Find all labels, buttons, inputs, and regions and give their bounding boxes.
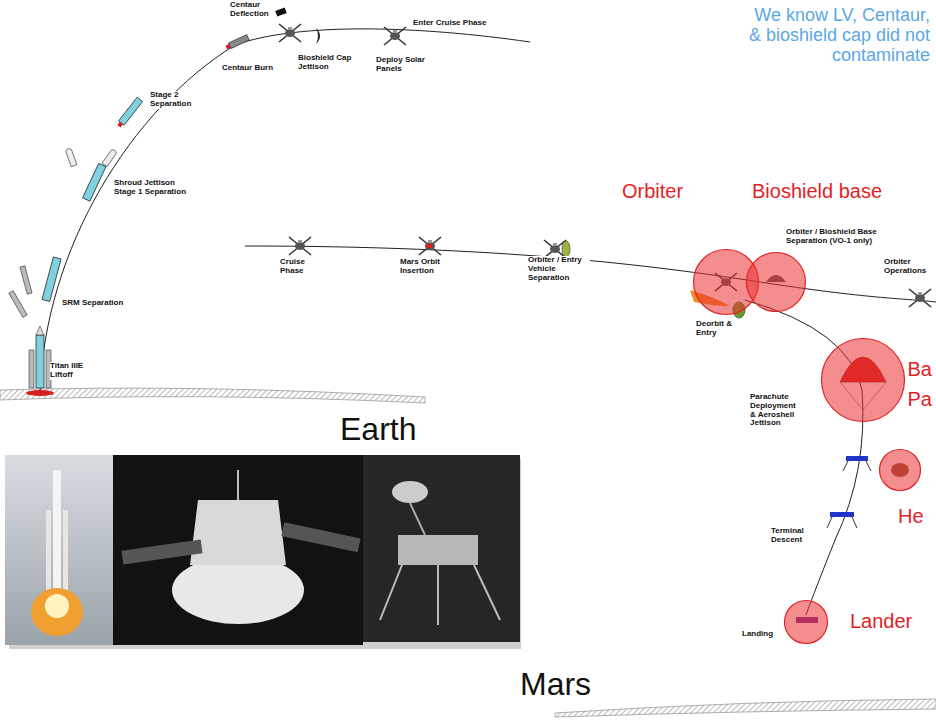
highlight-circle: Bioshield base bbox=[746, 252, 806, 312]
highlight-circle: Lander bbox=[784, 600, 828, 644]
label-holder: We know LV, Centaur, & bioshield cap did… bbox=[738, 6, 930, 65]
event-label: Parachute Deployment & Aeroshell Jettiso… bbox=[750, 393, 802, 428]
label-holder: Pa bbox=[908, 388, 932, 410]
label-holder: Enter Cruise Phase bbox=[413, 11, 486, 29]
label-holder: Stage 2 Separation bbox=[150, 91, 196, 110]
event-label: Mars Orbit Insertion bbox=[400, 258, 452, 276]
event-label: Orbiter / Entry Vehicle Separation bbox=[528, 256, 590, 282]
highlight-circle: He bbox=[879, 449, 921, 491]
event-label: Bioshield Cap Jettison bbox=[298, 54, 356, 72]
event-label: Centaur Deflection bbox=[230, 1, 270, 19]
label-holder: Mars bbox=[520, 667, 591, 702]
label-holder: Orbiter / Bioshield Base Separation (VO-… bbox=[786, 228, 898, 247]
label-holder: Deorbit & Entry bbox=[696, 320, 736, 339]
event-label: Terminal Descent bbox=[771, 527, 816, 545]
label-holder: Cruise Phase bbox=[280, 258, 320, 277]
part-label: He bbox=[898, 505, 924, 527]
label-holder: Centaur Burn bbox=[222, 56, 273, 74]
label-holder: Lander bbox=[850, 610, 912, 632]
label-holder: Shroud Jettison Stage 1 Separation bbox=[114, 179, 192, 198]
circle-outline bbox=[745, 251, 807, 313]
planet-name: Mars bbox=[520, 667, 591, 702]
label-holder: Terminal Descent bbox=[771, 527, 816, 546]
label-holder: Earth bbox=[340, 412, 416, 447]
event-label: Stage 2 Separation bbox=[150, 91, 196, 109]
label-holder: Bioshield base bbox=[752, 180, 882, 202]
circle-outline bbox=[878, 448, 922, 492]
label-holder: He bbox=[898, 505, 924, 527]
label-holder: Ba bbox=[908, 358, 932, 380]
label-holder: Parachute Deployment & Aeroshell Jettiso… bbox=[750, 393, 802, 429]
event-label: Centaur Burn bbox=[222, 64, 273, 73]
event-label: Orbiter Operations bbox=[884, 258, 932, 276]
event-label: Titan IIIE Liftoff bbox=[50, 362, 92, 380]
part-label: Pa bbox=[908, 388, 932, 410]
part-label: Bioshield base bbox=[752, 180, 882, 202]
circle-outline bbox=[783, 599, 829, 645]
label-holder: SRM Separation bbox=[62, 291, 123, 309]
event-label: Cruise Phase bbox=[280, 258, 320, 276]
label-holder: Titan IIIE Liftoff bbox=[50, 362, 92, 381]
circle-outline bbox=[820, 337, 906, 423]
label-holder: Deploy Solar Panels bbox=[376, 56, 432, 75]
planet-name: Earth bbox=[340, 412, 416, 447]
label-holder: Bioshield Cap Jettison bbox=[298, 54, 356, 73]
part-label: Lander bbox=[850, 610, 912, 632]
label-holder: Orbiter bbox=[622, 180, 683, 202]
label-holder: Landing bbox=[742, 622, 773, 640]
event-label: Shroud Jettison Stage 1 Separation bbox=[114, 179, 192, 197]
part-label: Ba bbox=[908, 358, 932, 380]
event-label: Deorbit & Entry bbox=[696, 320, 736, 338]
event-label: Landing bbox=[742, 630, 773, 639]
label-holder: Orbiter Operations bbox=[884, 258, 932, 277]
event-label: Enter Cruise Phase bbox=[413, 19, 486, 28]
label-holder: Mars Orbit Insertion bbox=[400, 258, 452, 277]
event-label: Orbiter / Bioshield Base Separation (VO-… bbox=[786, 228, 898, 246]
event-label: Deploy Solar Panels bbox=[376, 56, 432, 74]
part-label: Orbiter bbox=[622, 180, 683, 202]
event-label: SRM Separation bbox=[62, 299, 123, 308]
note-text: We know LV, Centaur, & bioshield cap did… bbox=[738, 6, 930, 65]
label-holder: Orbiter / Entry Vehicle Separation bbox=[528, 256, 590, 284]
label-holder: Centaur Deflection bbox=[230, 1, 270, 20]
highlight-circle: BaPa bbox=[821, 338, 905, 422]
